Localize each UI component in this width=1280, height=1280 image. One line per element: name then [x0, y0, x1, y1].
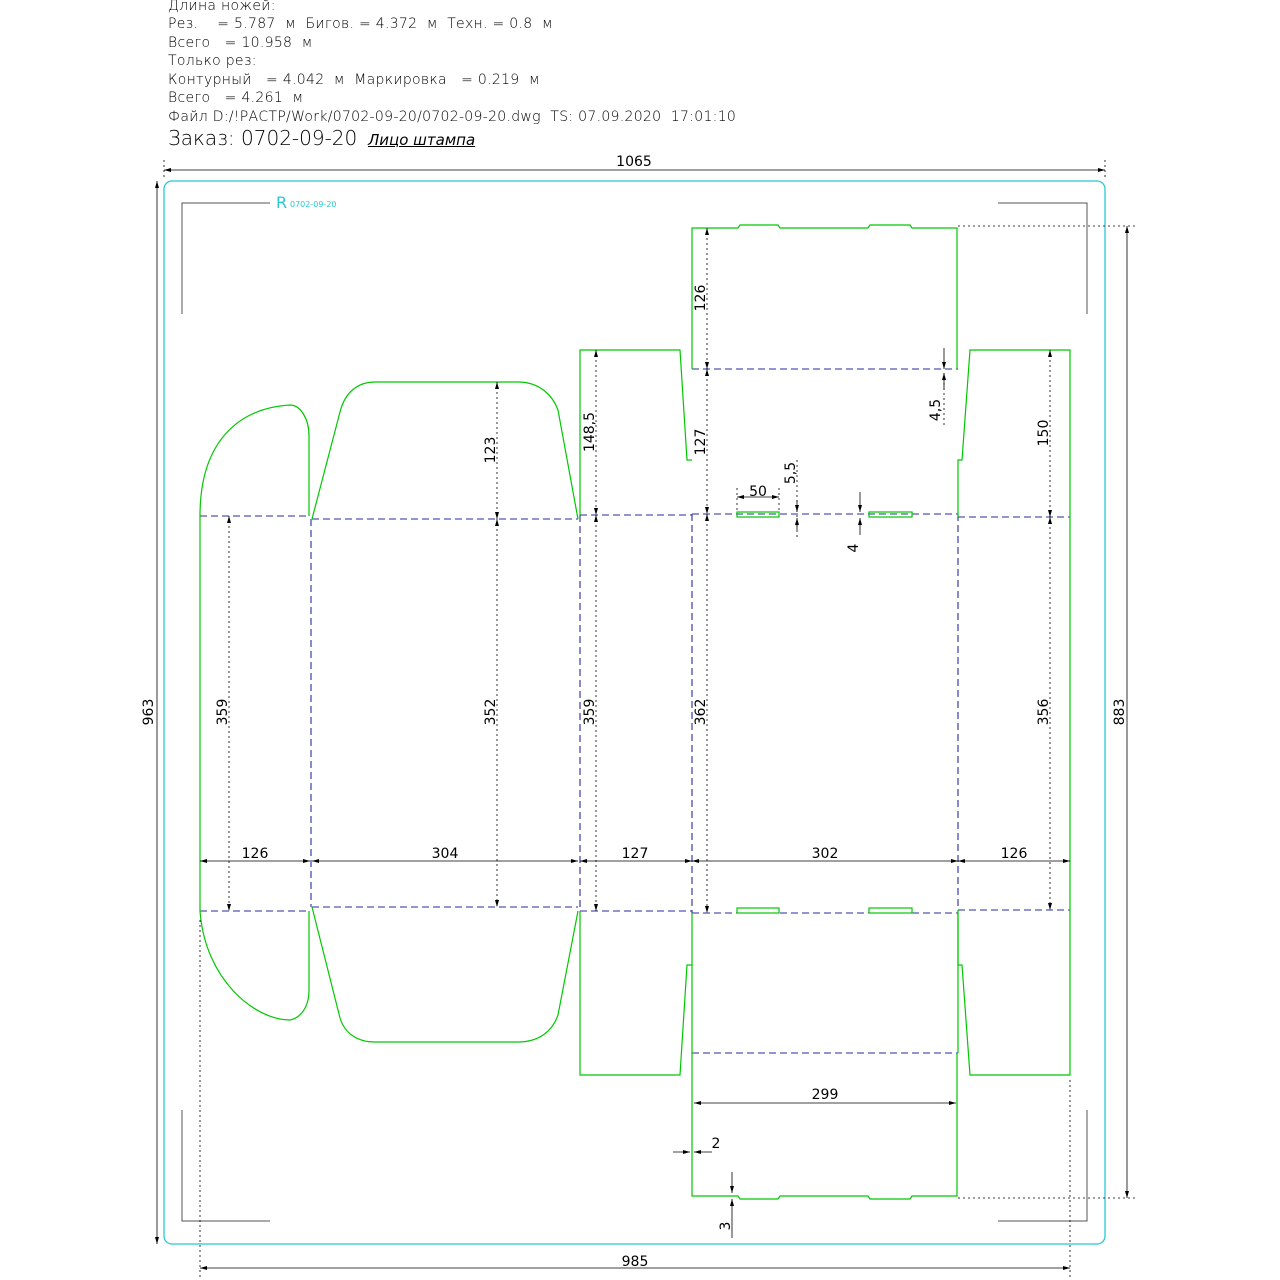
dim-299: 299 [812, 1087, 839, 1103]
dim-flap-127: 127 [693, 429, 709, 456]
knife-length-line-1: Рез. = 5.787 м Бигов. = 4.372 м Техн. = … [168, 16, 553, 32]
sheet-frame [163, 180, 1106, 1245]
file-path: Файл D:/!РАСТР/Work/0702-09-20/0702-09-2… [168, 109, 737, 125]
dim-w-126-left: 126 [242, 846, 269, 862]
dim-2: 2 [712, 1136, 721, 1152]
dim-w-304: 304 [432, 846, 459, 862]
dim-flap-148-5: 148,5 [582, 412, 598, 452]
dim-flap-126-top: 126 [693, 285, 709, 312]
knife-length-total: Всего = 10.958 м [168, 35, 313, 51]
order-label: Заказ: 0702-09-20 [168, 126, 358, 150]
dim-50: 50 [749, 484, 767, 500]
face-label: Лицо штампа [368, 131, 476, 149]
dim-right-height: 883 [1112, 699, 1128, 726]
dim-5-5: 5,5 [783, 462, 799, 484]
dim-w-127: 127 [622, 846, 649, 862]
contour-total: Всего = 4.261 м [168, 90, 304, 106]
dim-h-352: 352 [483, 699, 499, 726]
dimension-lines [155, 160, 1135, 1280]
dim-3: 3 [718, 1222, 734, 1231]
dim-h-359-b: 359 [582, 699, 598, 726]
dim-flap-123: 123 [483, 437, 499, 464]
dim-4: 4 [846, 543, 862, 552]
dim-h-362: 362 [693, 699, 709, 726]
crease-lines [200, 368, 1070, 1054]
logo-r-glyph: R [276, 193, 287, 212]
dim-overall-height: 963 [141, 699, 157, 726]
dim-flap-150: 150 [1036, 420, 1052, 447]
only-cut-title: Только рез: [168, 53, 257, 69]
logo-text: 0702-09-20 [290, 200, 337, 209]
corner-marks [181, 202, 1088, 1222]
dim-4-5: 4,5 [928, 399, 944, 421]
dim-h-356: 356 [1036, 699, 1052, 726]
dim-bottom-width: 985 [622, 1254, 649, 1270]
dim-w-126-right: 126 [1001, 846, 1028, 862]
dim-h-359-a: 359 [215, 699, 231, 726]
logo-marker: R 0702-09-20 [276, 193, 337, 212]
contour-line: Контурный = 4.042 м Маркировка = 0.219 м [168, 72, 540, 88]
knife-length-title: Длина ножей: [168, 0, 276, 14]
dim-overall-width: 1065 [616, 154, 652, 170]
dim-w-302: 302 [812, 846, 839, 862]
dimension-labels: 1065 963 883 985 126 304 127 302 126 359… [141, 154, 1128, 1270]
cut-lines [199, 224, 1071, 1200]
